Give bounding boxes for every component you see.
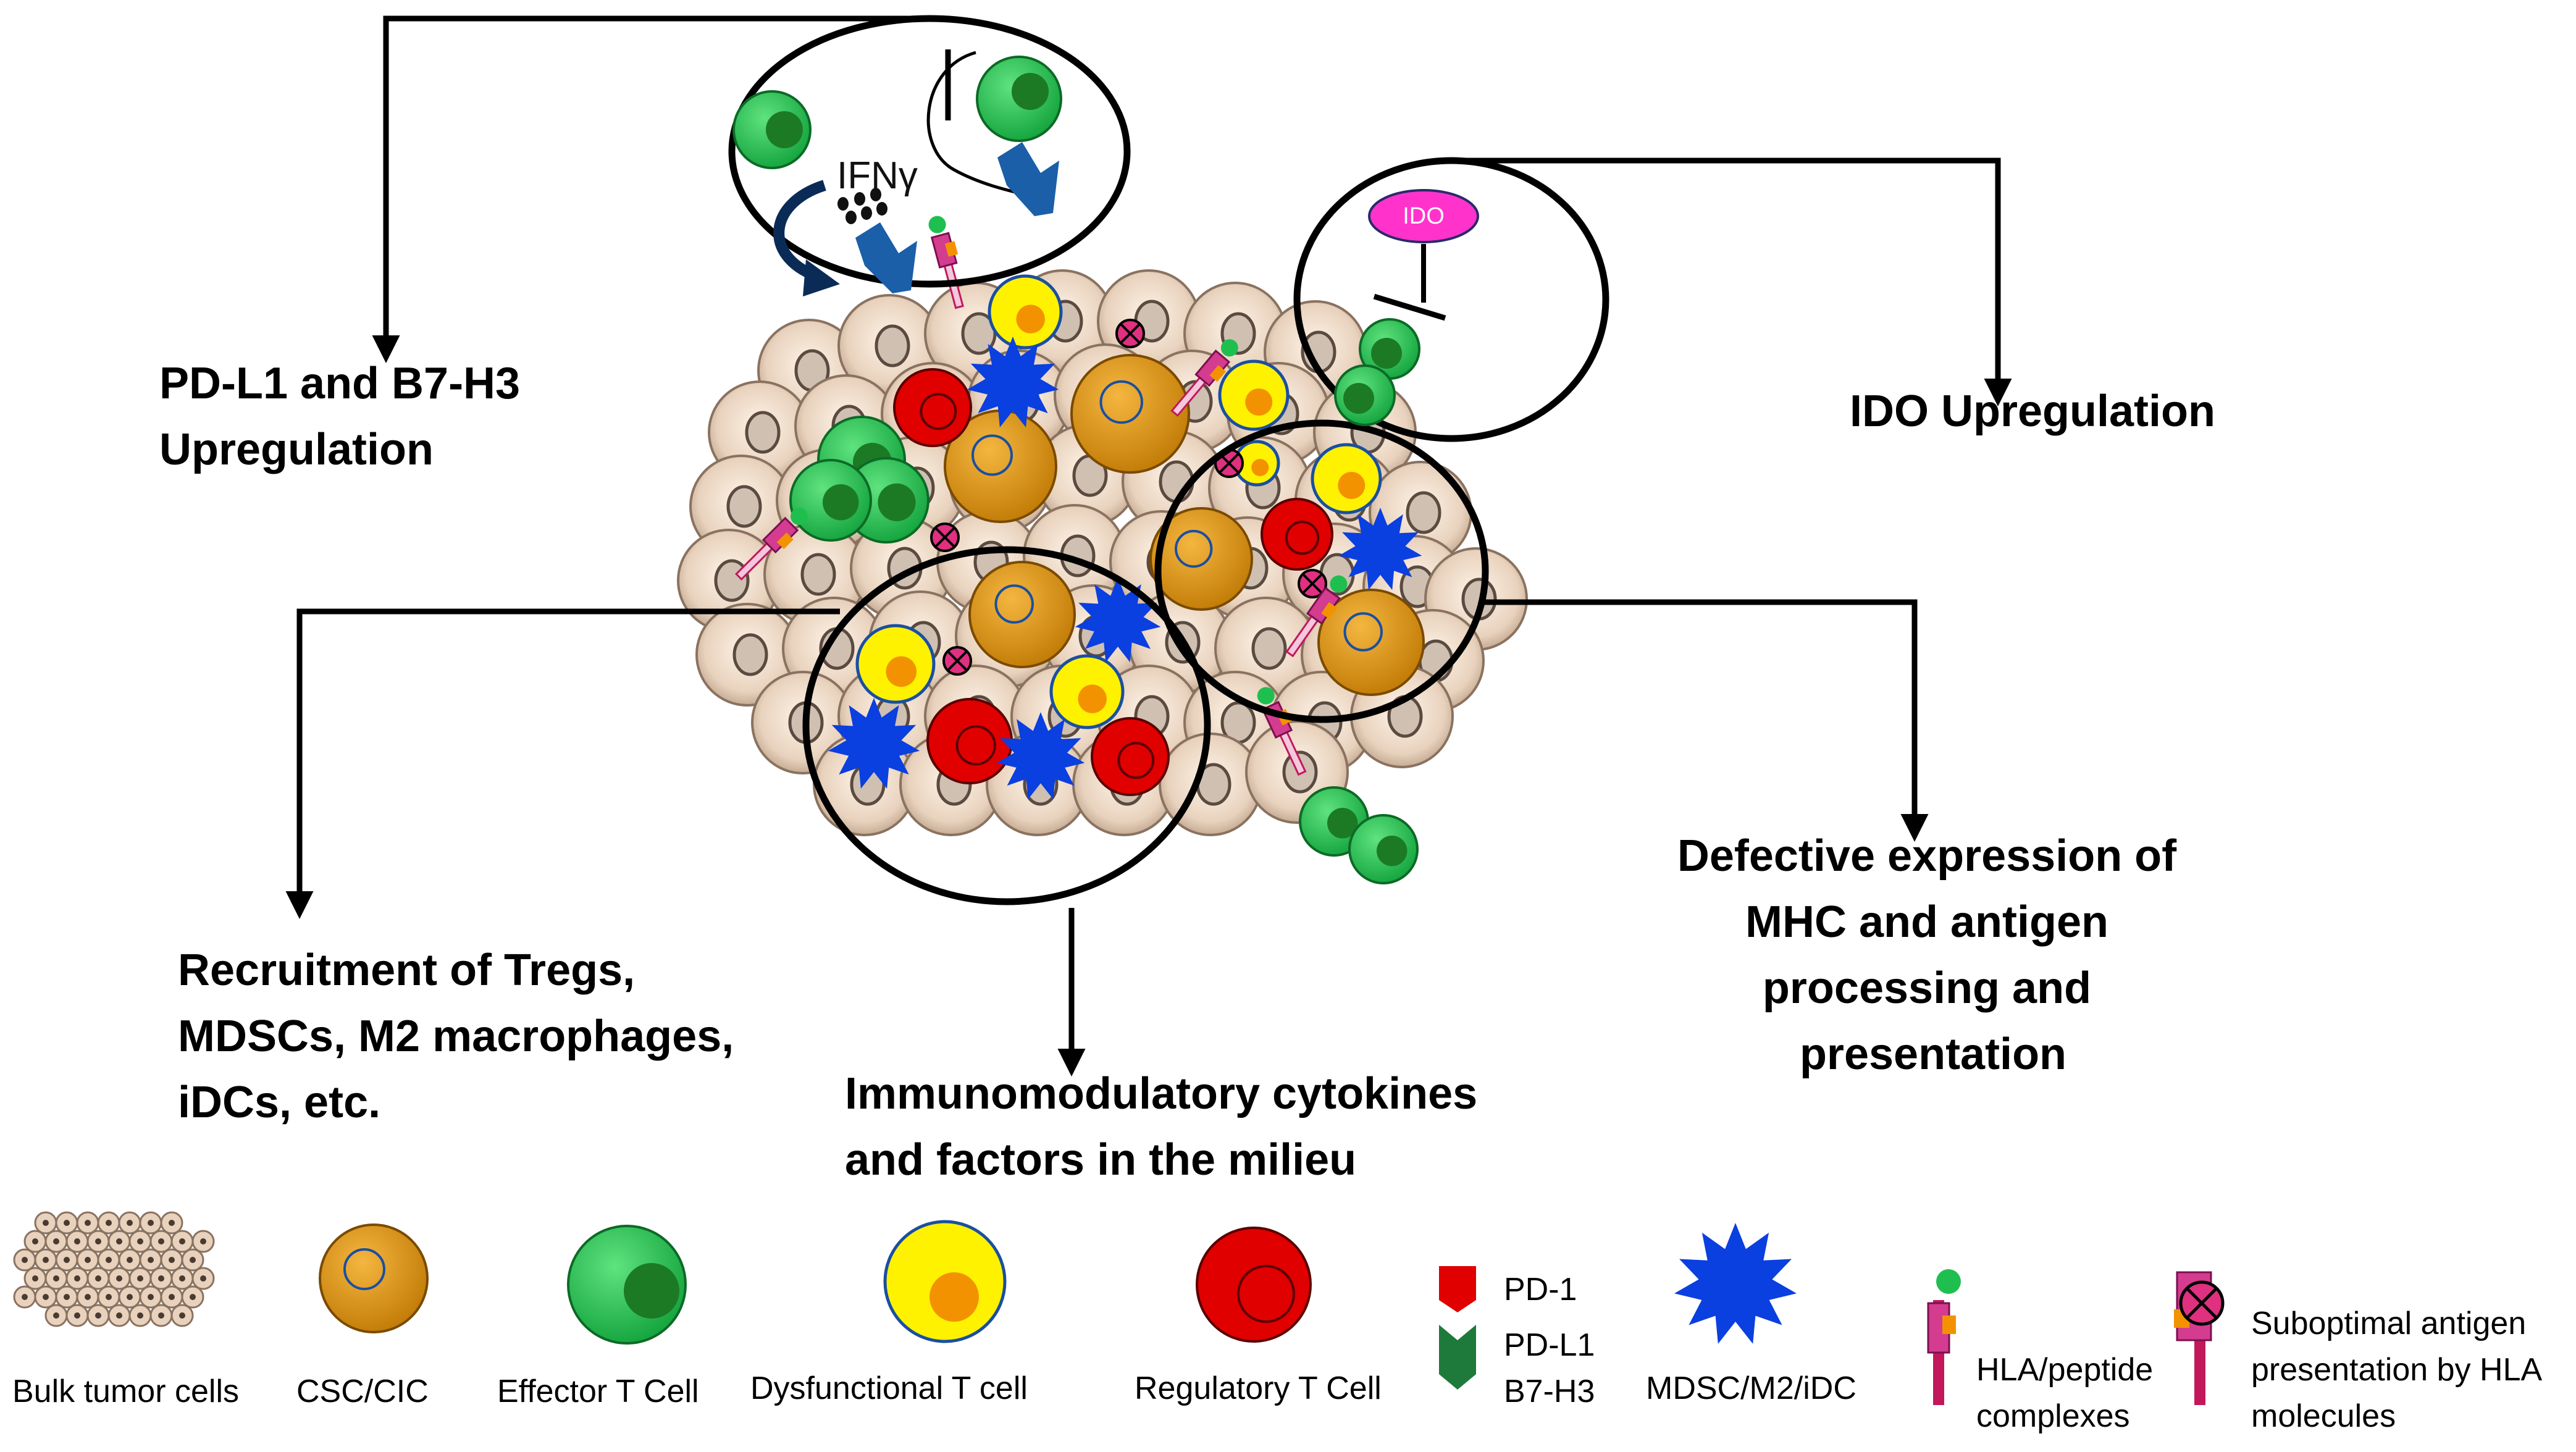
mdsc-cell <box>1075 577 1161 663</box>
dysfunctional-t-cell <box>1311 443 1382 514</box>
pdl1-inset-circle <box>728 15 1131 288</box>
curved-arrow-icon <box>773 180 826 283</box>
suboptimal-hla-icon <box>2174 1271 2225 1405</box>
pdl1-receptor-icon <box>997 142 1059 216</box>
hla-peptide-marker <box>1170 339 1238 417</box>
suboptimal-hla-marker <box>1115 319 1145 348</box>
ido-enzyme-label: IDO <box>1403 203 1445 229</box>
svg-text:Dysfunctional T cell: Dysfunctional T cell <box>750 1370 1028 1406</box>
hla-peptide-marker <box>1285 575 1348 658</box>
mdsc-cell <box>1338 508 1422 590</box>
pdl1-connector-arrow <box>372 15 923 363</box>
svg-text:Effector T Cell: Effector T Cell <box>497 1374 699 1409</box>
ido-callout: IDO Upregulation <box>1850 387 2215 436</box>
cytokine-dots-icon <box>837 188 887 224</box>
ido-connector-arrow <box>1451 157 2012 406</box>
suboptimal-hla-marker <box>1298 569 1327 598</box>
dysfunctional-t-cell <box>1233 440 1280 487</box>
regulatory-t-cell <box>926 698 1013 784</box>
effector-t-cell <box>789 459 872 542</box>
mhc-connector-arrow <box>1482 599 1929 842</box>
legend-mdsc: MDSC/M2/iDC <box>1646 1223 1856 1406</box>
mdsc-star-icon <box>1674 1223 1797 1344</box>
mhc-inset-circle <box>1154 419 1489 723</box>
svg-text:Regulatory T Cell: Regulatory T Cell <box>1135 1370 1382 1406</box>
suboptimal-hla-marker <box>930 522 960 552</box>
csc-cell-icon <box>319 1223 429 1333</box>
hla-peptide-icon <box>1927 1269 1961 1405</box>
suboptimal-hla-marker <box>942 646 972 676</box>
cytokines-callout: Immunomodulatory cytokines and factors i… <box>845 1069 1490 1185</box>
legend-hla: HLA/peptide complexes <box>1927 1269 2162 1434</box>
dysfunctional-t-cell <box>1049 654 1125 729</box>
dysfunctional-t-cell <box>855 624 936 704</box>
svg-text:HLA/peptide complexes: HLA/peptide complexes <box>1976 1352 2162 1434</box>
regulatory-t-cell <box>1091 717 1170 796</box>
svg-text:PD-L1 B7-H3: PD-L1 B7-H3 <box>1504 1327 1604 1409</box>
dysfunctional-t-cell <box>988 274 1063 350</box>
recruitment-inset-circle <box>802 546 1211 905</box>
legend-dysfunctional: Dysfunctional T cell <box>750 1220 1028 1406</box>
effector-t-cell <box>1348 814 1419 884</box>
recruitment-connector-arrow <box>285 608 840 919</box>
legend-pdl1: PD-L1 B7-H3 <box>1439 1325 1604 1409</box>
mhc-callout: Defective expression of MHC and antigen … <box>1677 831 2189 1079</box>
csc-cell <box>944 409 1057 523</box>
legend-bulk-tumor: Bulk tumor cells <box>12 1211 239 1409</box>
csc-cell <box>1317 589 1425 696</box>
csc-cell <box>1149 507 1253 611</box>
svg-text:PD-1: PD-1 <box>1504 1272 1577 1307</box>
csc-cell <box>968 561 1076 668</box>
legend-pd1: PD-1 <box>1439 1266 1577 1312</box>
regulatory-t-cell <box>1261 498 1333 571</box>
mdsc-star-shape <box>1674 1223 1797 1344</box>
legend-suboptimal: Suboptimal antigen presentation by HLA m… <box>2174 1271 2549 1434</box>
pd1-receptor-icon <box>1439 1266 1476 1312</box>
regulatory-t-cell <box>893 368 972 447</box>
ido-inset-content: IDO <box>1334 189 1479 426</box>
connector-lines <box>285 15 2012 1076</box>
mdsc-cell <box>828 698 920 789</box>
dysfunctional-t-cell <box>1218 359 1290 431</box>
svg-text:MDSC/M2/iDC: MDSC/M2/iDC <box>1646 1370 1856 1406</box>
hla-peptide-marker <box>734 508 808 581</box>
svg-text:Bulk tumor cells: Bulk tumor cells <box>12 1374 239 1409</box>
pdl1-inset-content: IFNγ <box>732 49 1062 296</box>
pdl1-receptor-icon <box>855 222 917 293</box>
svg-text:CSC/CIC: CSC/CIC <box>296 1374 429 1409</box>
pdl1-receptor-icon <box>1439 1325 1476 1390</box>
legend-effector: Effector T Cell <box>497 1225 699 1409</box>
legend: Bulk tumor cells CSC/CIC Effector T Cell… <box>12 1211 2549 1434</box>
bulk-tumor-icon <box>13 1211 215 1327</box>
ido-enzyme-icon <box>1368 189 1479 243</box>
legend-regulatory: Regulatory T Cell <box>1135 1227 1382 1406</box>
svg-text:Suboptimal antigen pre: Suboptimal antigen presentation by HLA m… <box>2251 1306 2549 1434</box>
pdl1-callout: PD-L1 and B7-H3 Upregulation <box>159 359 532 474</box>
mdsc-cell <box>967 337 1059 427</box>
recruitment-callout: Recruitment of Tregs, MDSCs, M2 macropha… <box>178 946 746 1127</box>
legend-csc: CSC/CIC <box>296 1223 429 1409</box>
csc-cell <box>1070 354 1190 474</box>
callout-labels: PD-L1 and B7-H3 Upregulation IDO Upregul… <box>159 359 2215 1185</box>
regulatory-cell-icon <box>1196 1227 1312 1343</box>
mdsc-cell <box>996 712 1085 800</box>
immune-cell-layer <box>734 216 1425 884</box>
